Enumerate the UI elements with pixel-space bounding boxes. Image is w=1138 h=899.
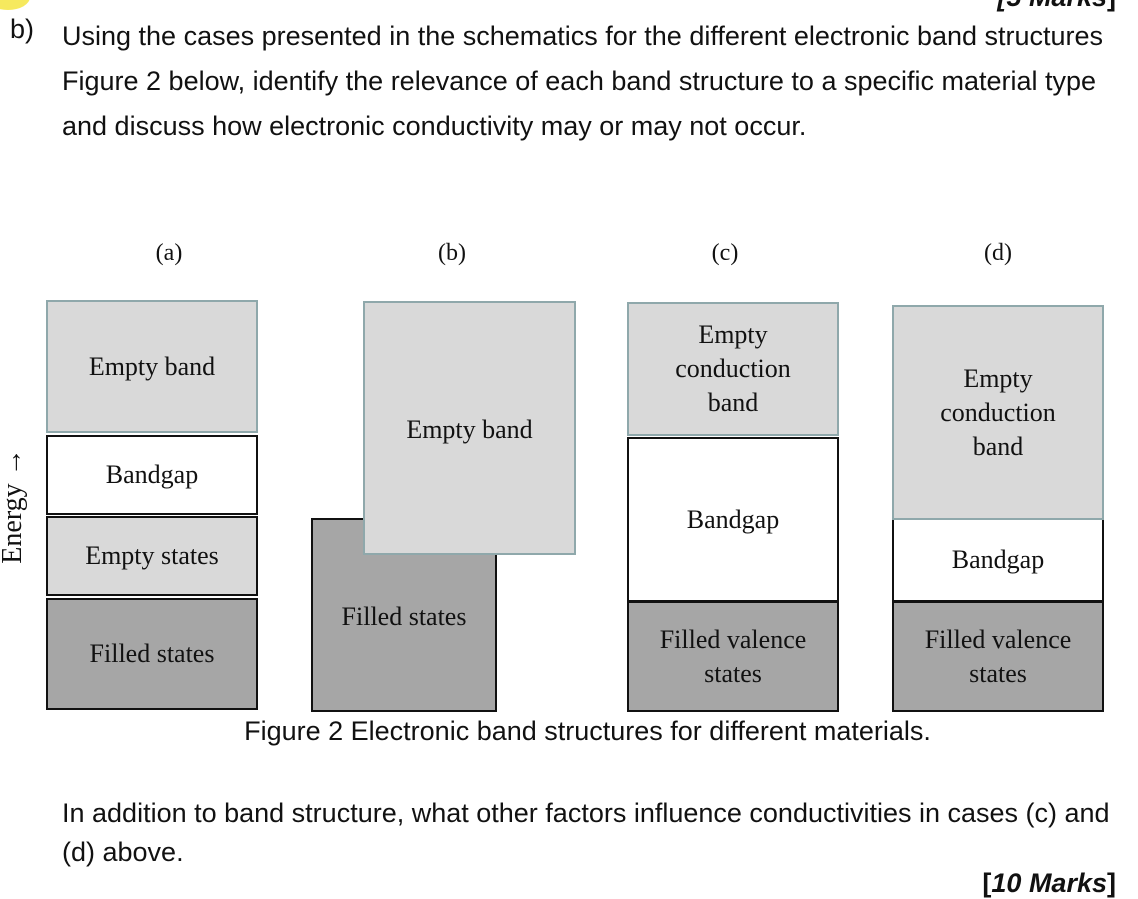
marks-top: [5 Marks] (997, 0, 1116, 13)
question-letter: b) (10, 14, 35, 44)
b-filled-states-label: Filled states (341, 602, 467, 631)
d-filled-valence-states-label: Filled valence states (924, 624, 1072, 688)
column-label-a: (a) (155, 240, 183, 266)
c-filled-valence-states: Filled valence states (627, 601, 839, 712)
c-empty-conduction-band-label: Empty conduction band (675, 320, 791, 417)
marks-bottom-open: [ (982, 868, 992, 898)
marks-top-value: 5 Marks (1006, 0, 1107, 12)
d-bandgap: Bandgap (892, 520, 1104, 602)
d-empty-conduction-band-label: Empty conduction band (940, 363, 1056, 461)
a-bandgap-label: Bandgap (105, 460, 199, 489)
d-bandgap-label: Bandgap (951, 545, 1045, 574)
column-label-b: (b) (438, 240, 466, 266)
followup-question-text: In addition to band structure, what othe… (62, 798, 1110, 867)
c-empty-conduction-band: Empty conduction band (627, 302, 839, 436)
c-bandgap-label: Bandgap (686, 504, 780, 534)
a-empty-states-label: Empty states (85, 541, 219, 570)
marks-bottom: [10 Marks] (982, 868, 1116, 899)
b-empty-band: Empty band (363, 301, 576, 555)
c-bandgap: Bandgap (627, 437, 839, 602)
b-empty-band-label: Empty band (406, 415, 533, 444)
d-empty-conduction-band: Empty conduction band (892, 305, 1104, 520)
column-label-c: (c) (711, 240, 739, 266)
a-bandgap: Bandgap (46, 435, 258, 515)
figure-caption: Figure 2 Electronic band structures for … (244, 716, 931, 746)
marks-top-bracket: ] (1107, 0, 1116, 12)
c-filled-valence-states-label: Filled valence states (659, 624, 807, 688)
question-text: Using the cases presented in the schemat… (62, 21, 1104, 141)
a-empty-band-label: Empty band (88, 351, 216, 381)
text-highlight-mark (0, 0, 30, 10)
marks-bottom-close: ] (1107, 868, 1116, 898)
a-filled-states-label: Filled states (89, 639, 215, 668)
a-empty-band: Empty band (46, 300, 258, 433)
marks-bottom-value: 10 Marks (991, 868, 1107, 898)
a-empty-states: Empty states (46, 516, 258, 596)
a-filled-states: Filled states (46, 598, 258, 710)
energy-axis-label: Energy → (0, 448, 28, 564)
column-label-d: (d) (984, 240, 1012, 266)
d-filled-valence-states: Filled valence states (892, 601, 1104, 712)
